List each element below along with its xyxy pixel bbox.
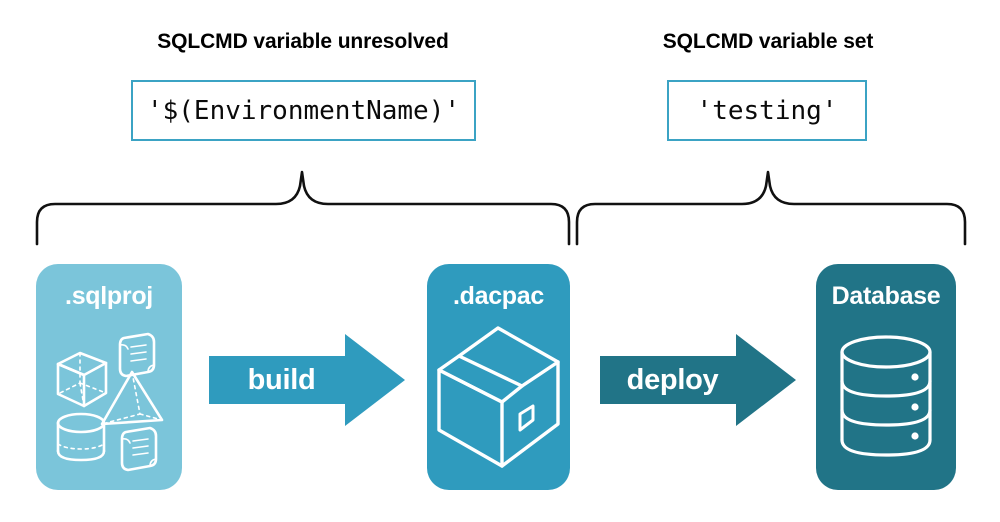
cylinder-icon — [56, 412, 106, 462]
arrow-build: build — [209, 334, 405, 426]
section-title-left: SQLCMD variable unresolved — [157, 30, 449, 53]
database-cylinder-icon — [840, 335, 932, 457]
brace-right — [575, 170, 967, 246]
stage-box-database: Database — [816, 264, 956, 490]
section-title-right: SQLCMD variable set — [662, 30, 874, 53]
stage-label-database: Database — [831, 282, 941, 310]
project-contents-icon — [56, 332, 164, 472]
arrow-build-shape — [209, 334, 405, 426]
stage-label-sqlproj: .sqlproj — [65, 282, 153, 310]
package-box-icon — [437, 326, 560, 468]
arrow-deploy-shape — [600, 334, 796, 426]
stage-box-dacpac: .dacpac — [427, 264, 570, 490]
stage-box-sqlproj: .sqlproj — [36, 264, 182, 490]
status-dot-1 — [911, 373, 919, 381]
status-dot-3 — [911, 432, 919, 440]
arrow-deploy: deploy — [600, 334, 796, 426]
stage-label-dacpac: .dacpac — [452, 282, 544, 310]
cube-icon — [56, 351, 108, 408]
script-scroll-icon-top — [118, 332, 156, 378]
pyramid-icon — [100, 370, 164, 426]
brace-left — [35, 170, 571, 246]
code-box-environment-name: '$(EnvironmentName)' — [131, 80, 476, 141]
brace-connectors — [35, 170, 967, 246]
status-dot-2 — [911, 403, 919, 411]
code-box-testing: 'testing' — [667, 80, 867, 141]
script-scroll-icon-bottom — [120, 426, 158, 472]
